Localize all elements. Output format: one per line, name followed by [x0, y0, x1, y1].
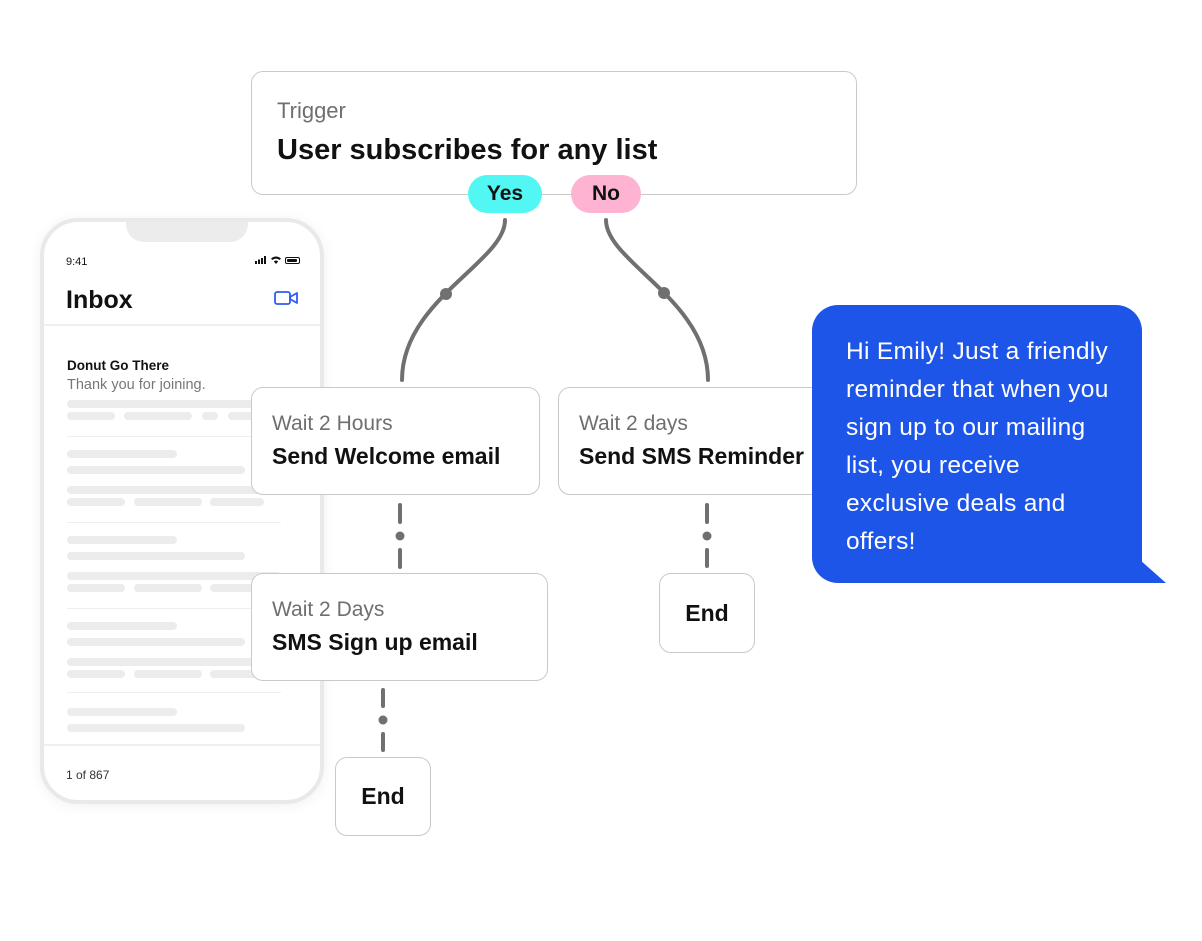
end-label: End	[361, 783, 405, 809]
video-call-icon[interactable]	[274, 290, 298, 306]
yes-dot-3	[378, 715, 388, 725]
no-branch-pill[interactable]: No	[571, 175, 641, 213]
step-send-welcome-email[interactable]: Wait 2 Hours Send Welcome email	[251, 387, 540, 495]
footer-divider	[44, 744, 320, 746]
sms-message-text: Hi Emily! Just a friendly reminder that …	[846, 338, 1109, 555]
sms-bubble-tail	[1140, 560, 1166, 583]
step-wait-label: Wait 2 Days	[272, 598, 385, 621]
battery-icon	[285, 256, 300, 264]
no-end-node[interactable]: End	[659, 573, 755, 653]
inbox-title: Inbox	[66, 286, 133, 314]
yes-curve	[400, 218, 507, 382]
step-wait-label: Wait 2 Hours	[272, 412, 393, 435]
mail-preview: Thank you for joining.	[67, 377, 206, 393]
status-time: 9:41	[66, 256, 88, 268]
yes-end-node[interactable]: End	[335, 757, 431, 836]
end-label: End	[685, 599, 729, 626]
yes-dot	[440, 288, 452, 300]
trigger-label: Trigger	[277, 98, 346, 123]
step-action-label: Send SMS Reminder	[579, 443, 804, 469]
step-send-sms-reminder[interactable]: Wait 2 days Send SMS Reminder	[558, 387, 837, 495]
mail-sender: Donut Go There	[67, 358, 169, 373]
phone-notch	[126, 222, 248, 242]
step-sms-signup-email[interactable]: Wait 2 Days SMS Sign up email	[251, 573, 548, 681]
pagination-label: 1 of 867	[66, 768, 110, 782]
trigger-node[interactable]: Trigger User subscribes for any list	[251, 71, 857, 195]
sms-message-bubble: Hi Emily! Just a friendly reminder that …	[812, 305, 1142, 583]
no-dot-2	[702, 531, 712, 541]
header-divider	[44, 324, 320, 326]
wifi-icon	[271, 256, 281, 264]
signal-icon	[255, 256, 266, 264]
phone-mockup: 9:41 Inbox Donut Go There Thank you for …	[40, 218, 324, 804]
step-action-label: SMS Sign up email	[272, 629, 478, 655]
yes-dot-2	[395, 531, 405, 541]
no-dot	[658, 287, 670, 299]
step-wait-label: Wait 2 days	[579, 412, 688, 435]
trigger-event: User subscribes for any list	[277, 134, 658, 166]
yes-branch-pill[interactable]: Yes	[468, 175, 542, 213]
step-action-label: Send Welcome email	[272, 443, 501, 469]
status-icons	[255, 256, 300, 264]
no-curve	[604, 218, 710, 382]
